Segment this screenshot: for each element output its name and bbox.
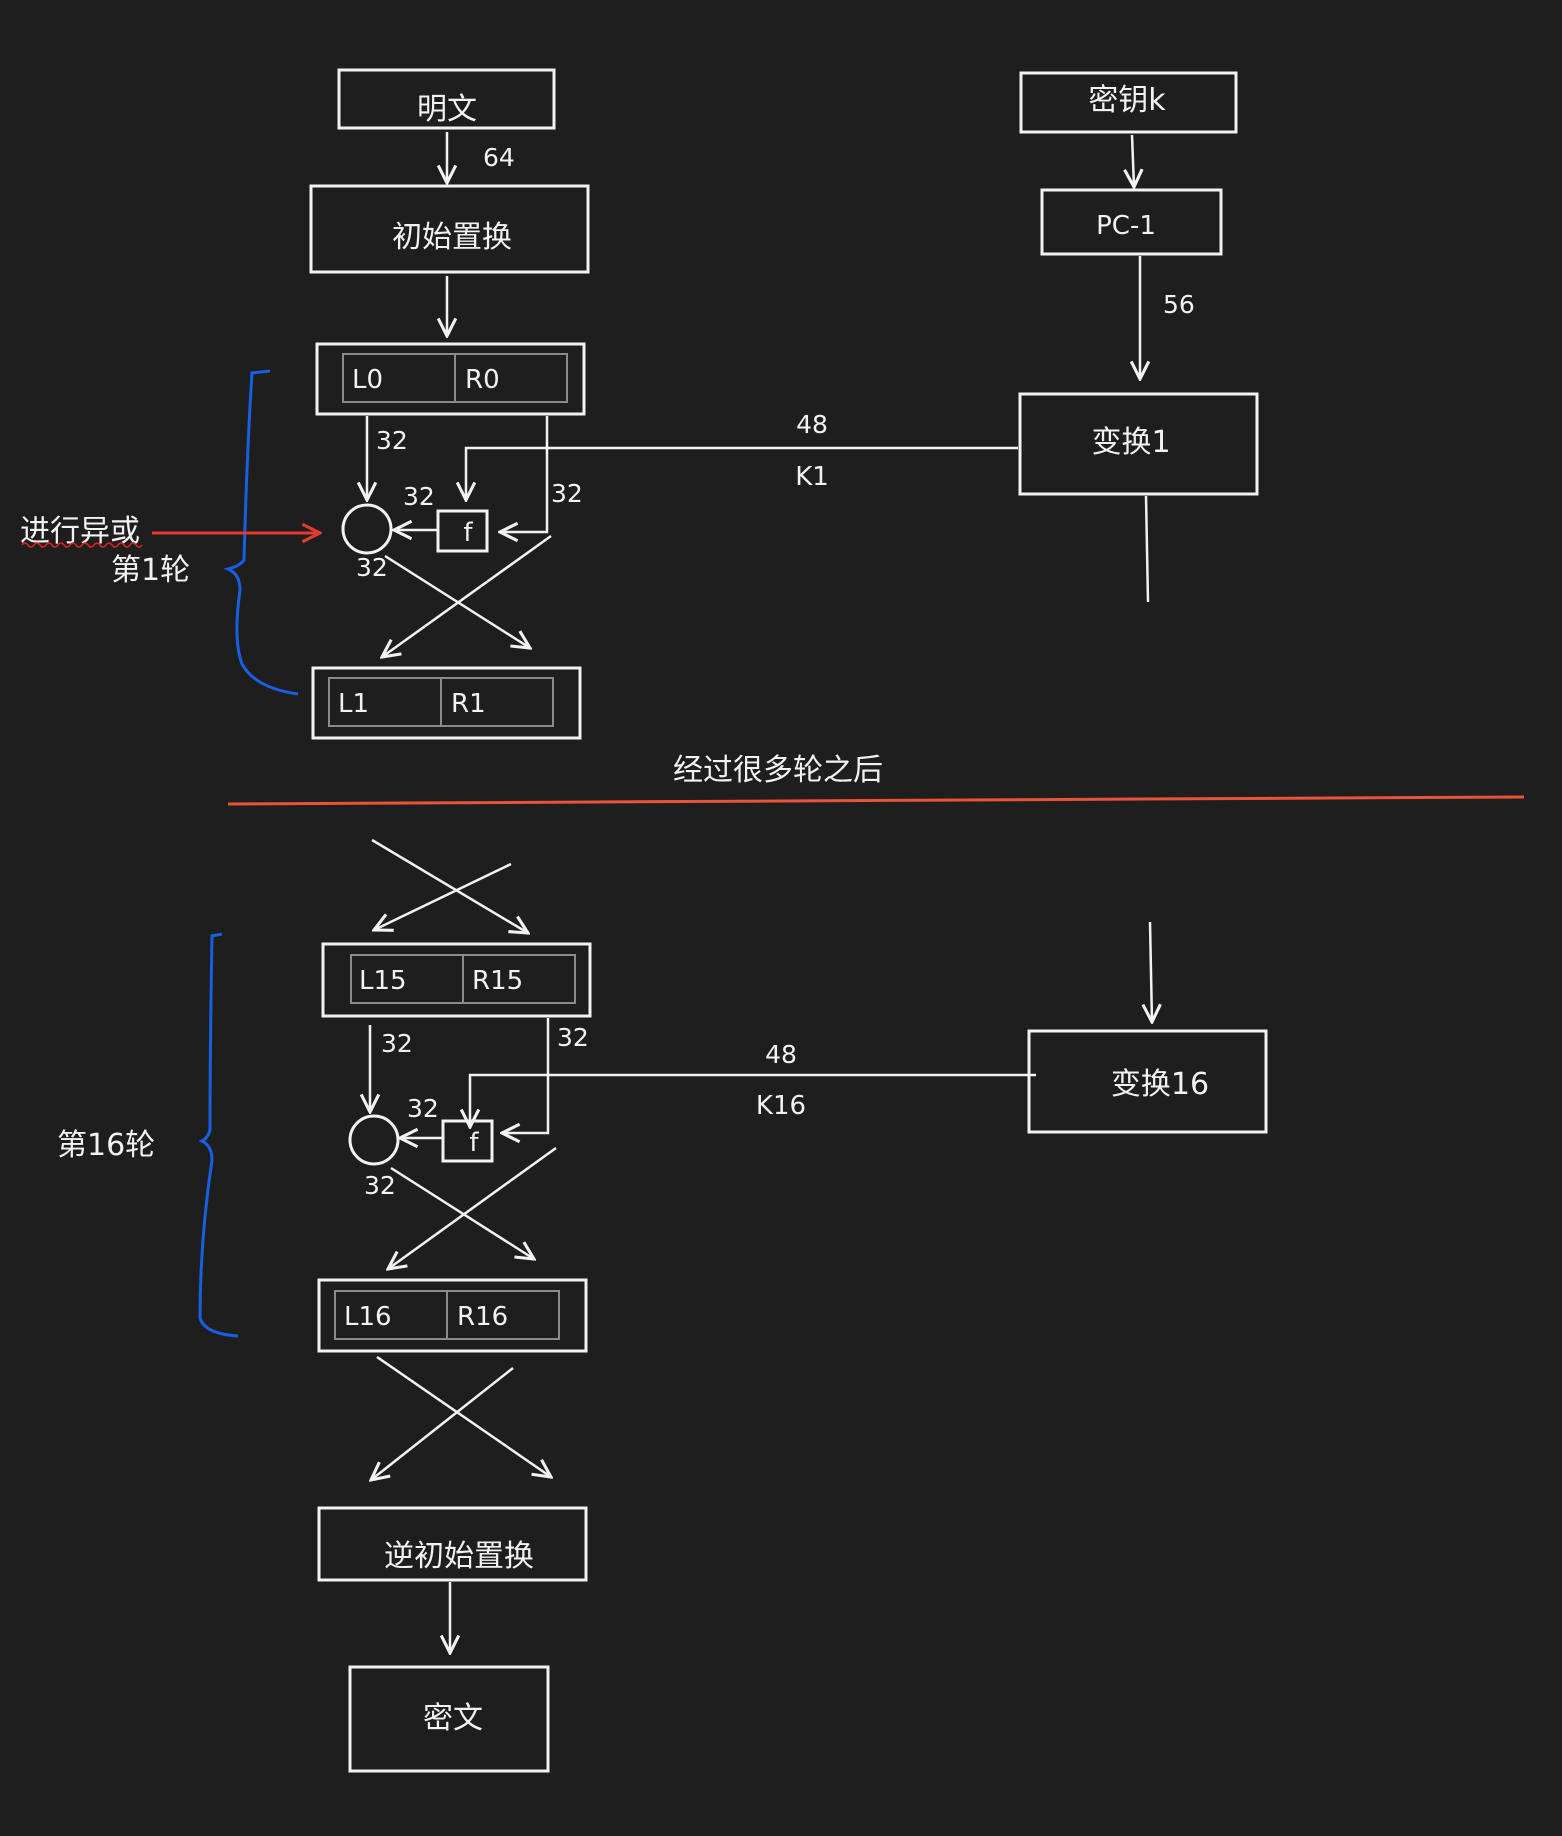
arrow-key-to-pc1 [1132, 134, 1134, 187]
bits-32-left: 32 [376, 426, 408, 455]
r1-label: R1 [451, 689, 486, 719]
f-box-round16 [441, 1119, 494, 1163]
ciphertext-box [348, 1665, 550, 1773]
key-box [1019, 71, 1238, 134]
round1-brace [223, 369, 299, 696]
transform16-label: 变换16 [1111, 1067, 1209, 1102]
k16-label: K16 [756, 1091, 806, 1121]
separator-line [227, 795, 1525, 806]
l15-r15-box [321, 942, 592, 1018]
plaintext-label: 明文 [417, 92, 477, 127]
bits-32-xor-bottom: 32 [364, 1171, 396, 1200]
bits-32-xor: 32 [356, 553, 388, 582]
r15-label: R15 [472, 966, 523, 996]
bits-32-f-bottom: 32 [407, 1094, 439, 1123]
round16-label: 第16轮 [57, 1128, 155, 1163]
arrow-r15-to-f [502, 1018, 550, 1133]
cross-line-16a [388, 1146, 557, 1269]
l15-label: L15 [359, 966, 407, 996]
l16-label: L16 [344, 1302, 392, 1332]
f-label-round1: f [463, 518, 473, 548]
xor-circle-round16 [348, 1114, 400, 1166]
bits-48-bottom: 48 [765, 1040, 797, 1069]
cross-line-final-b [376, 1355, 551, 1477]
pc1-label: PC-1 [1096, 211, 1156, 241]
l1-label: L1 [338, 689, 369, 719]
transform1-label: 变换1 [1091, 425, 1170, 460]
initial-permutation-box [309, 184, 590, 274]
bits-48-top: 48 [796, 410, 828, 439]
bits-56-label: 56 [1163, 290, 1195, 319]
r0-label: R0 [465, 365, 500, 395]
cross-line-1a [382, 534, 552, 657]
plaintext-box [337, 68, 556, 130]
cross-line-16b [390, 1166, 534, 1259]
bits-32-right: 32 [551, 479, 583, 508]
bits-32-left-bottom: 32 [381, 1029, 413, 1058]
cross-line-15b [371, 838, 528, 933]
k1-label: K1 [795, 462, 829, 492]
inverse-permutation-label: 逆初始置换 [384, 1539, 534, 1574]
arrow-k16-to-f [470, 1073, 1036, 1127]
cross-line-15a [374, 862, 512, 930]
inverse-permutation-box [317, 1506, 588, 1582]
xor-circle-round1 [341, 503, 393, 555]
pc1-box [1040, 188, 1223, 256]
round1-label: 第1轮 [111, 553, 190, 588]
bits-64-label: 64 [483, 143, 515, 172]
transform1-down-line [1144, 495, 1150, 603]
l16-r16-box [317, 1278, 588, 1353]
r16-label: R16 [457, 1302, 508, 1332]
bits-32-right-bottom: 32 [557, 1023, 589, 1052]
f-label-round16: f [469, 1128, 479, 1158]
arrow-to-transform16 [1150, 921, 1152, 1022]
ciphertext-label: 密文 [423, 1701, 483, 1736]
arrow-k1-to-f [466, 446, 1018, 500]
cross-line-final-a [371, 1367, 514, 1480]
transform1-box [1018, 392, 1259, 496]
arrow-r0-to-f [500, 416, 549, 532]
round16-brace [198, 932, 239, 1338]
initial-permutation-label: 初始置换 [392, 220, 512, 255]
l1-r1-box [311, 666, 582, 740]
l0-r0-box [315, 342, 586, 416]
cross-line-1b [384, 554, 530, 648]
bits-32-f: 32 [403, 482, 435, 511]
spellcheck-underline [21, 542, 143, 548]
separator-label: 经过很多轮之后 [673, 753, 883, 788]
l0-label: L0 [352, 365, 383, 395]
transform16-box [1027, 1029, 1268, 1134]
key-label: 密钥k [1088, 83, 1166, 118]
